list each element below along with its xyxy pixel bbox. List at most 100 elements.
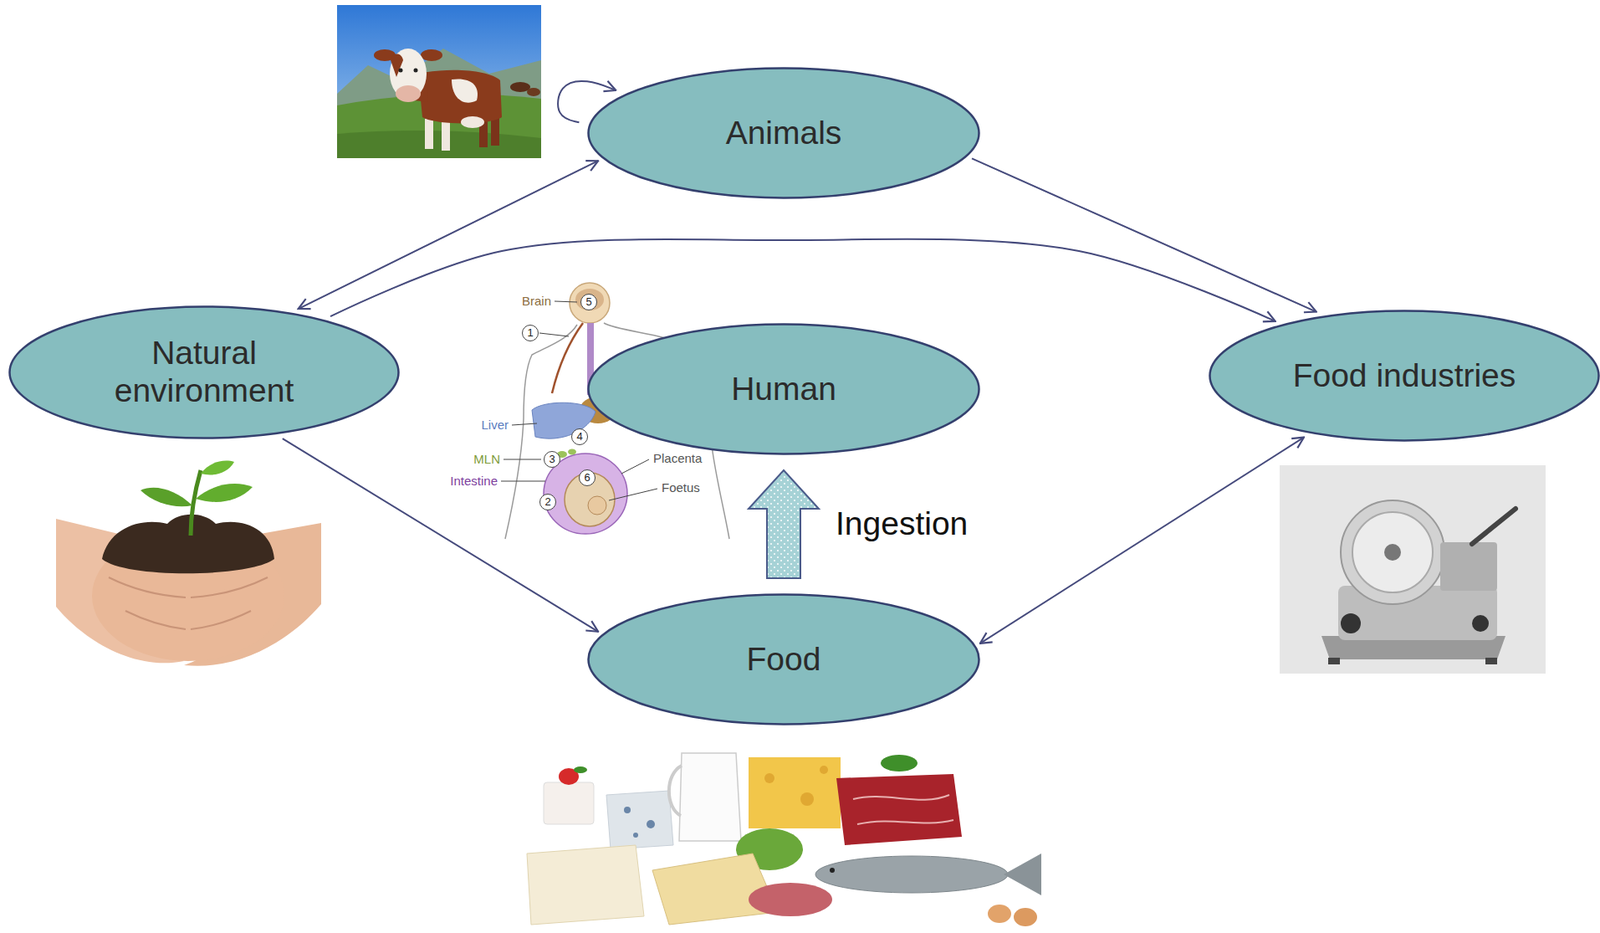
cheese-hole: [819, 765, 829, 774]
fish-eye: [829, 867, 835, 873]
milk-jug: [679, 752, 742, 841]
ellipse-node: Food: [587, 592, 981, 726]
connector: [298, 160, 599, 309]
leader-line: [503, 459, 542, 461]
brain: [575, 288, 604, 311]
soil-hands-photo: [56, 460, 322, 666]
far-cow: [510, 81, 531, 93]
node-label: Natural environment: [91, 334, 317, 410]
cow-body: [418, 70, 502, 124]
leaf: [200, 460, 235, 476]
slicer-foot: [1485, 657, 1498, 665]
mould: [623, 806, 631, 813]
node-label: Human: [730, 370, 837, 409]
finger-lines: [108, 577, 268, 629]
cheese-hole: [800, 792, 814, 806]
fish: [815, 855, 1008, 893]
ellipse-shape: [588, 68, 980, 199]
callout-number: 2: [539, 493, 557, 511]
connector: [980, 437, 1304, 644]
node-label: Food: [746, 640, 822, 679]
mountain: [337, 48, 542, 159]
callout-number: 6: [578, 469, 596, 486]
leader-line: [539, 332, 569, 337]
cow-photo: [337, 5, 542, 159]
plant-stem: [190, 470, 201, 536]
node-text-box: Food: [587, 592, 981, 726]
blade: [1352, 511, 1433, 593]
meat-slicer-photo: [1279, 465, 1546, 674]
leader-line: [621, 459, 650, 474]
ellipse-node: Human: [587, 322, 981, 455]
soft-cheese: [526, 844, 645, 925]
cow-udder: [460, 116, 485, 128]
leader-line: [554, 301, 578, 302]
connector: [282, 438, 599, 632]
cheese: [748, 756, 841, 829]
callout-number: 3: [543, 450, 561, 468]
herbs: [880, 754, 918, 772]
food-photo: [526, 752, 1042, 926]
mint: [573, 766, 588, 773]
carriage: [1440, 541, 1498, 591]
edge-label: Ingestion: [832, 505, 972, 543]
connector: [330, 239, 1276, 322]
part-label: Brain: [521, 293, 552, 309]
callout-number: 5: [580, 293, 598, 311]
salami: [748, 882, 833, 916]
leader-line: [500, 480, 546, 482]
leaf: [140, 487, 193, 507]
jug-handle: [669, 765, 682, 816]
cow-muzzle: [395, 85, 421, 103]
knob: [1472, 614, 1489, 632]
node-label: Animals: [725, 114, 843, 153]
node-text-box: Animals: [587, 66, 981, 200]
fish-tail: [1003, 853, 1042, 895]
callout-number: 4: [571, 428, 588, 445]
mould: [646, 819, 655, 829]
egg: [1013, 907, 1038, 926]
blade-guard: [1340, 500, 1445, 604]
photo-ground: [1279, 465, 1546, 674]
cow-face-patch: [390, 54, 404, 78]
leader-line: [511, 423, 537, 425]
nerve: [552, 322, 583, 394]
egg: [987, 904, 1012, 923]
leaf: [195, 483, 253, 502]
part-label: Foetus: [661, 480, 701, 496]
knob: [1340, 613, 1361, 634]
ellipse-shape: [588, 594, 980, 725]
ellipse-shape: [1210, 311, 1600, 441]
slicer-foot: [1328, 657, 1340, 665]
node-text-box: Human: [587, 322, 981, 455]
node-text-box: Food industries: [1208, 309, 1600, 442]
lymph-node: [567, 449, 577, 455]
callout-number: 1: [521, 324, 539, 342]
ellipse-node: Natural environment: [8, 305, 400, 440]
marbling: [853, 794, 954, 824]
node-text-box: Natural environment: [8, 305, 400, 440]
ellipse-shape: [10, 306, 399, 439]
cow-eye: [398, 68, 404, 73]
block-arrow: [748, 470, 819, 578]
connector: [971, 158, 1317, 312]
far-cow: [526, 87, 541, 97]
ellipse-shape: [588, 324, 980, 455]
soil: [102, 514, 275, 574]
part-label: Intestine: [449, 473, 498, 489]
sky: [337, 5, 542, 159]
node-label: Food industries: [1293, 357, 1517, 395]
part-label: MLN: [473, 451, 501, 467]
part-label: Placenta: [653, 450, 702, 466]
handle: [1472, 508, 1516, 544]
blade-hub: [1384, 543, 1401, 561]
cow-ear: [420, 49, 443, 62]
cow-patch: [451, 78, 478, 103]
blue-cheese: [606, 790, 674, 849]
ellipse-node: Animals: [587, 66, 981, 200]
foetus: [587, 495, 607, 515]
cow-eye: [414, 68, 419, 73]
cheese-hole: [764, 772, 775, 783]
